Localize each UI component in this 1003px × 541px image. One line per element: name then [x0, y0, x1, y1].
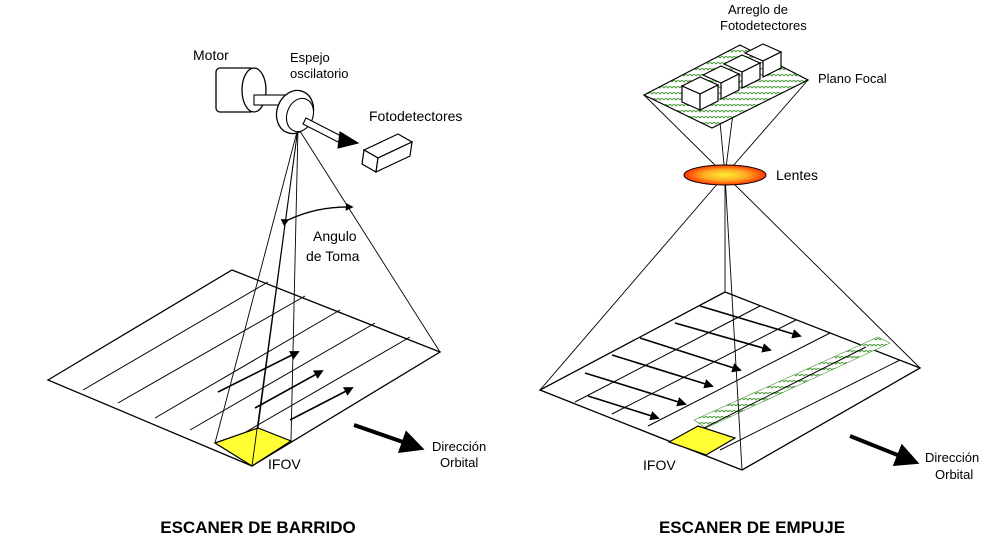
direction-label-right-2: Orbital [935, 467, 973, 482]
ifov-square-right [667, 425, 737, 456]
angle-label-1: Angulo [313, 228, 357, 244]
caption-right: ESCANER DE EMPUJE [659, 518, 845, 537]
view-lines-left [214, 127, 441, 467]
focal-plane-label: Plano Focal [818, 71, 887, 86]
whiskbroom-scanner: Motor Espejo oscilatorio Fotodetectores … [46, 47, 486, 537]
detector-array [680, 43, 783, 111]
array-label-1: Arreglo de [728, 2, 788, 17]
ifov-label-right: IFOV [643, 457, 676, 473]
angle-label-2: de Toma [306, 248, 360, 264]
lens-label: Lentes [776, 167, 818, 183]
scan-lines-right [574, 305, 901, 451]
angle-arc [280, 202, 354, 227]
orbital-direction-arrow-left [353, 423, 425, 454]
direction-label-left-1: Dirección [432, 439, 486, 454]
mirror-label-2: oscilatorio [290, 66, 349, 81]
direction-label-left-2: Orbital [440, 455, 478, 470]
scan-arrows-right [584, 305, 802, 421]
caption-left: ESCANER DE BARRIDO [160, 518, 356, 537]
motor-label: Motor [193, 47, 229, 63]
lens [683, 164, 767, 186]
direction-label-right-1: Dirección [925, 450, 979, 465]
pushbroom-scanner: Arreglo de Fotodetectores Plano Focal Le… [538, 2, 979, 537]
ifov-label-left: IFOV [268, 456, 301, 472]
orbital-direction-arrow-right [849, 434, 920, 467]
mirror-label-1: Espejo [290, 50, 330, 65]
array-label-2: Fotodetectores [720, 18, 807, 33]
photodetector-box [361, 133, 414, 174]
oscillating-mirror [275, 89, 315, 135]
scan-lines-left [82, 281, 411, 445]
motor [215, 67, 289, 113]
detectors-label: Fotodetectores [369, 108, 462, 124]
beam-arrow [302, 117, 360, 149]
scan-arrows-left [217, 351, 354, 421]
